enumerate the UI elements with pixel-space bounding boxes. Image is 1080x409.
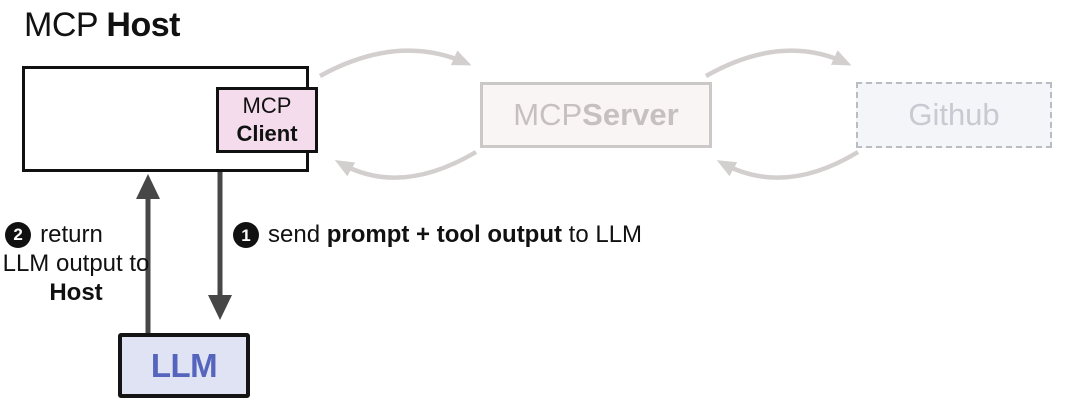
github-box: Github [856,82,1052,148]
mcp-server-box: MCP Server [480,82,712,148]
mcp-host-title: MCP Host [24,6,180,45]
mcp-server-label-regular: MCP [513,97,583,132]
mcp-host-title-bold: Host [106,6,180,44]
github-label: Github [908,97,1000,132]
step-1-text-pre: send [268,221,327,248]
mcp-client-box: MCP Client [216,87,318,153]
arrow-llm-to-host-head-icon [136,174,160,199]
step-1-text: send prompt + tool output to LLM [268,221,642,249]
mcp-client-label-line1: MCP [242,93,292,118]
step-2-line2: LLM output to [2,250,150,277]
mcp-host-title-regular: MCP [24,6,107,44]
step-2-line3: Host [49,279,103,306]
mcp-server-label-bold: Server [582,97,679,132]
step-1-text-post: to LLM [562,221,643,248]
mcp-client-label-line2: Client [236,121,298,146]
step-1-label: 1 send prompt + tool output to LLM [233,221,642,249]
step-1-text-bold: prompt + tool output [326,221,562,248]
step-1-badge: 1 [233,222,259,248]
llm-box: LLM [118,333,250,398]
step-2-label: 2 return LLM output to Host [0,220,152,307]
step-2-line1-text: return [40,221,103,248]
cycle-arrow-server-to-client-icon [334,150,478,180]
cycle-arrow-client-to-server-icon [318,48,472,78]
step-2-badge: 2 [5,221,32,248]
step-2-line1: 2 return [0,220,130,249]
llm-label: LLM [150,346,218,384]
cycle-arrow-server-to-github-icon [704,48,852,78]
arrow-client-to-llm-head-icon [208,295,232,320]
cycle-arrow-github-to-server-icon [716,150,860,180]
